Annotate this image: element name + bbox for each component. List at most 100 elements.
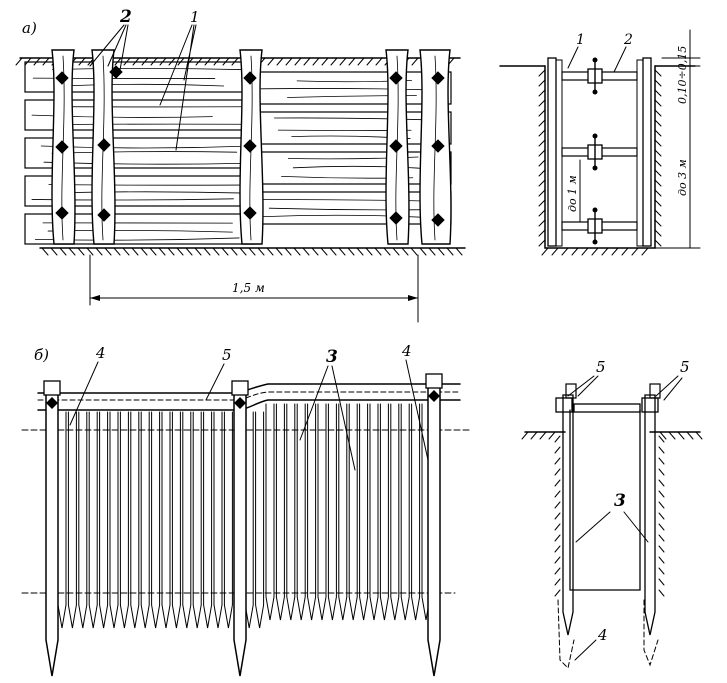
sheet-pile [78,411,88,629]
a-sec-leader-2 [613,46,627,73]
guide-bolt [46,397,58,409]
sheet-pile [213,411,223,629]
b-sec-leader-5-right [655,375,683,401]
hatch-mark [521,431,529,440]
a-front-label-1: 1 [190,8,200,26]
a-sec-dim-top: 0,10÷0,15 [676,46,689,104]
strut-screw-head [592,207,598,213]
hatch-mark [538,69,546,77]
hatch-mark [411,57,419,66]
hatch-mark [658,578,665,586]
hatch-mark [621,247,629,256]
hatch-mark [294,57,302,66]
a-front-label-2: 2 [119,7,132,27]
sheet-pile [57,411,67,629]
b-sec-leader-5-left [567,375,599,397]
hatch-mark [658,512,665,520]
hatch-mark [538,139,546,147]
hatch-mark [571,247,579,256]
b-sec-leader-4 [574,639,597,661]
a-dim-arrow-left [90,295,100,301]
hatch-mark [551,247,559,256]
hatch-mark [654,189,662,197]
hatch-mark [285,57,293,66]
hatch-mark [538,169,546,177]
grain-line [260,88,434,91]
hatch-mark [658,435,665,443]
hatch-mark [212,247,220,256]
hatch-mark [658,501,665,509]
hatch-mark [383,247,391,256]
hatch-mark [538,219,546,227]
hatch-mark [374,247,382,256]
sheet-pile [327,403,337,621]
guide-bolt [234,397,246,409]
hatch-mark [658,556,665,564]
hatch-mark [538,119,546,127]
hatch-mark [248,247,256,256]
hatch-mark [538,129,546,137]
a-ground-hatch-bottom [41,247,463,256]
hatch-mark [554,501,561,509]
hatch-mark [538,189,546,197]
hatch-mark [539,431,547,440]
hatch-mark [167,247,175,256]
hatch-mark [428,247,436,256]
hatch-mark [601,247,609,256]
hatch-mark [530,431,538,440]
strut-head [97,138,111,152]
hatch-mark [654,79,662,87]
guide-bolt [428,390,440,402]
strut-screw-head [592,165,598,171]
hatch-mark [194,247,202,256]
a-sec-dim-lines [654,29,701,249]
hatch-mark [554,534,561,542]
strut-screw-head [592,133,598,139]
panel-b-section-view: 5 5 3 4 [521,358,703,670]
hatch-mark [437,247,445,256]
hatch-mark [104,247,112,256]
a-front-leader-2 [89,24,129,71]
sheet-pile [411,403,421,621]
sheet-pile [379,403,389,621]
sheet-pile [109,411,119,629]
hatch-mark [591,247,599,256]
hatch-mark [668,431,676,440]
hatch-mark [401,247,409,256]
b-sec-pile-left [562,394,574,636]
hatch-mark [113,247,121,256]
hatch-mark [658,479,665,487]
sheet-pile [182,411,192,629]
a-sec-trench [544,65,656,249]
hatch-mark [230,247,238,256]
hatch-mark [303,57,311,66]
hatch-mark [654,179,662,187]
hatch-mark [95,247,103,256]
hatch-mark [266,247,274,256]
b-sec-pile-dash [557,599,659,670]
strut-head [431,71,445,85]
hatch-mark [311,247,319,256]
hatch-mark [641,247,649,256]
grain-line [60,83,225,87]
panel-b-front-view: б) 4 5 3 4 [21,342,471,677]
hatch-mark [561,247,569,256]
hatch-mark [149,247,157,256]
a-sec-label-2: 2 [623,32,633,48]
b-front-leader-4-left [69,361,99,426]
grain-line [52,68,246,71]
sheet-pile [317,403,327,621]
strut-screw-head [592,89,598,95]
strut-head [389,211,403,225]
hatch-mark [410,247,418,256]
hatch-mark [455,247,463,256]
hatch-mark [538,159,546,167]
sheet-pile [286,403,296,621]
strut-head [389,139,403,153]
hatch-mark [538,209,546,217]
hatch-mark [59,247,67,256]
hatch-mark [446,247,454,256]
hatch-mark [654,219,662,227]
